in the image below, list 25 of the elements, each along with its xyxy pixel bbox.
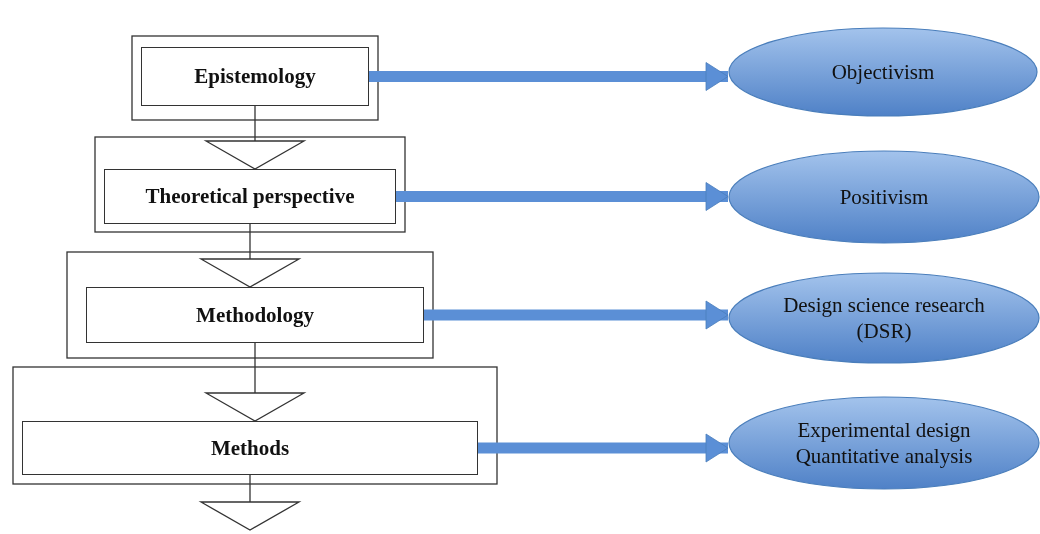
arrow [205,105,305,170]
process-box [141,47,369,106]
node-text: Design science research (DSR) [782,291,986,345]
arrow [424,300,729,330]
node-text: Experimental design [796,416,972,443]
arrow [200,474,300,531]
oval-node [728,27,1038,117]
arrow [369,62,729,91]
arrow [200,223,300,288]
process-box [86,287,424,343]
node-text: Positivism [838,183,930,211]
arrow [478,433,729,463]
arrow [205,342,305,422]
oval-node [728,150,1040,244]
arrow [396,182,729,211]
node-text: Theoretical perspective [145,184,355,209]
process-box [104,169,396,224]
oval-node [728,272,1040,364]
node-text: Objectivism [830,58,936,86]
node-text: Quantitative analysis [794,443,974,470]
node-text: Methods [210,435,290,461]
oval-node [728,396,1040,490]
node-text: Methodology [196,302,314,328]
node-text: Epistemology [194,64,316,89]
process-box [22,421,478,475]
